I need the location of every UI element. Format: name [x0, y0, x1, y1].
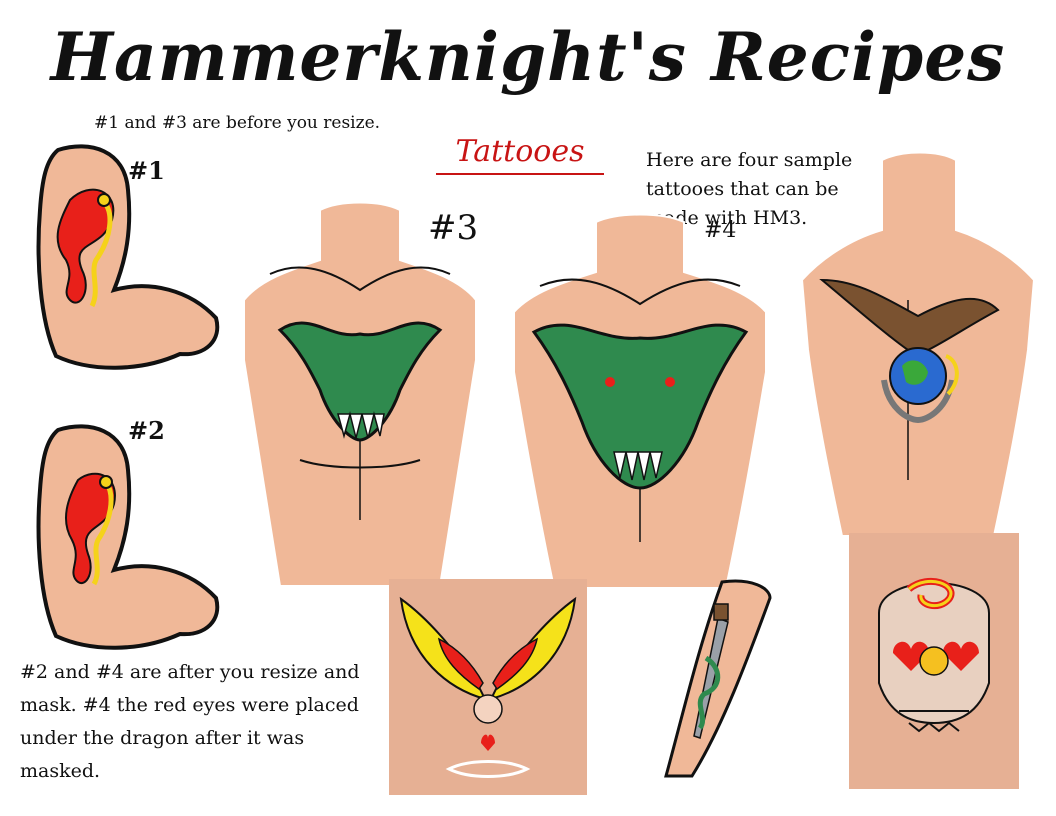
green-dragon-tattoo-icon: [531, 323, 749, 490]
label-3: #3: [428, 208, 479, 248]
note-before-resize: #1 and #3 are before you resize.: [94, 113, 381, 133]
arm-image-2: [36, 424, 220, 650]
label-2: #2: [128, 416, 165, 445]
winged-angel-tattoo-icon: [399, 596, 577, 778]
skull-snake-tattoo-icon: [878, 577, 990, 733]
torso-image-eagle: [800, 151, 1036, 537]
eagle-globe-anchor-tattoo-icon: [819, 278, 1000, 424]
red-dragon-tattoo-icon: [56, 188, 115, 308]
red-dragon-tattoo-icon: [65, 472, 116, 586]
page-subtitle: Tattooes: [436, 134, 604, 175]
label-1: #1: [128, 156, 165, 185]
note-samples: Here are four sample tattooes that can b…: [646, 149, 853, 229]
tile-angel: [389, 579, 587, 795]
tile-skull: [849, 533, 1019, 789]
label-4: #4: [704, 218, 737, 243]
arm-image-1: [36, 144, 220, 370]
note-after-resize: #2 and #4 are after you resize and mask.…: [20, 661, 360, 782]
dagger-snake-tattoo-icon: [693, 603, 729, 739]
torso-image-4: [513, 213, 767, 589]
torso-image-3: [243, 201, 477, 587]
forearm-image-dagger: [664, 579, 772, 778]
green-dragon-tattoo-icon: [277, 321, 443, 442]
page-title: Hammerknight's Recipes: [50, 18, 1006, 96]
